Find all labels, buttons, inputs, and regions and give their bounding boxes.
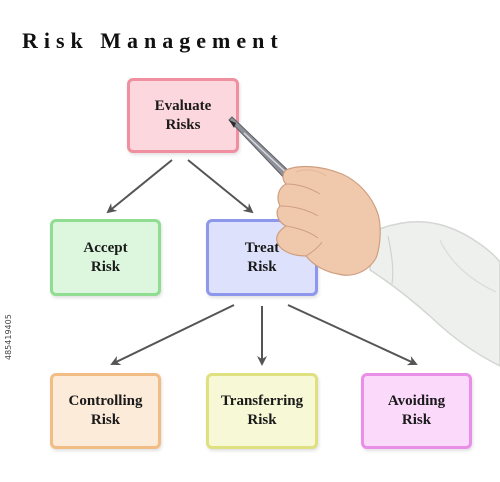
diagram-title: Risk Management xyxy=(22,28,284,53)
arrow-evaluate-to-accept xyxy=(106,159,173,214)
arrow-evaluate-to-treat xyxy=(187,159,254,214)
evaluate-risks-box: Evaluate Risks xyxy=(127,78,239,153)
accept-risk-box: Accept Risk xyxy=(50,219,161,296)
hand xyxy=(276,165,381,276)
arrow-treat-to-controlling xyxy=(110,304,235,366)
image-id-watermark: 485419405 xyxy=(4,314,13,360)
treat-risk-box: Treat Risk xyxy=(206,219,318,296)
arrow-treat-to-avoiding xyxy=(287,304,418,366)
avoiding-risk-box: Avoiding Risk xyxy=(361,373,472,449)
transferring-risk-box: Transferring Risk xyxy=(206,373,318,449)
controlling-risk-box: Controlling Risk xyxy=(50,373,161,449)
